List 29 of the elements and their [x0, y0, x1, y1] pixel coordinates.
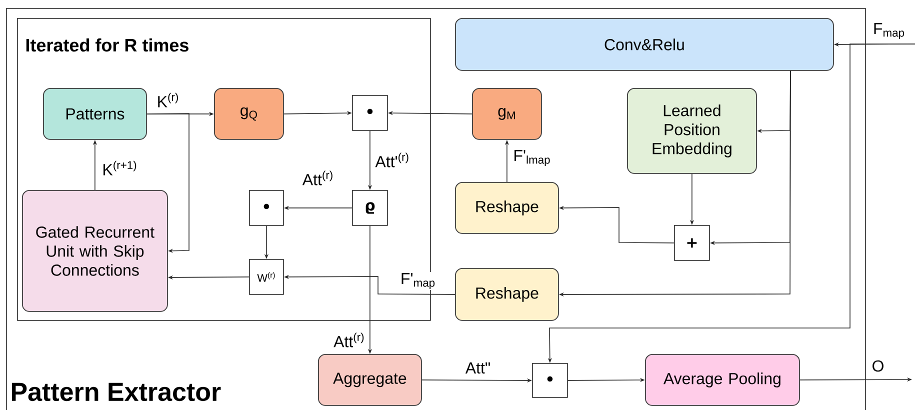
edge-label: K$^{(r)}$ [156, 92, 180, 108]
operator-box: ϱ [352, 190, 388, 226]
process-box: g$_{Q}$ [214, 88, 284, 140]
edge-label: F'$_{map}$ [399, 272, 437, 290]
process-box: Learned Position Embedding [627, 88, 757, 174]
edge-label: Att$^{(r)}$ [332, 332, 366, 348]
operator-box: • [249, 190, 284, 226]
process-box: Gated Recurrent Unit with Skip Connections [22, 190, 168, 312]
edge-label: Att$^{(r)}$ [301, 170, 335, 186]
process-box: Patterns [43, 88, 147, 140]
edge-label: Att" [464, 361, 492, 375]
edge-label: Att'$^{(r)}$ [374, 152, 410, 168]
process-box: Conv&Relu [455, 18, 834, 71]
process-box: Aggregate [318, 354, 422, 406]
process-box: Reshape [455, 268, 559, 321]
edge-label: F'$_{lmap}$ [512, 149, 552, 167]
arrow [146, 113, 190, 253]
group-title: Iterated for R times [26, 38, 188, 52]
operator-box: • [532, 363, 568, 398]
process-box: Reshape [455, 182, 559, 234]
operator-box: + [674, 225, 710, 261]
group-title: Pattern Extractor [12, 382, 221, 402]
operator-box: • [352, 95, 388, 131]
edge-label: F$_{map}$ [872, 22, 906, 40]
operator-box: W$^{(r)}$ [249, 259, 284, 295]
edge-label: K$^{(r+1)}$ [101, 160, 138, 176]
process-box: Average Pooling [645, 354, 800, 406]
process-box: g$_{M}$ [472, 88, 542, 140]
edge-label: O [870, 359, 886, 373]
